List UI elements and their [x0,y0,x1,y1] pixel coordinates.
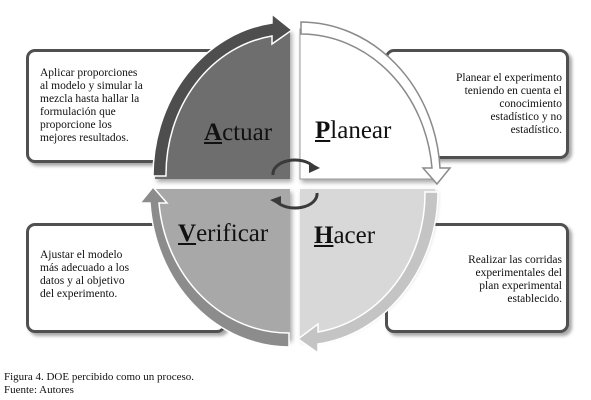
quadrant-hacer [300,189,435,339]
arrow-actuar-band [152,12,294,177]
figure-caption: Figura 4. DOE percibido como un proceso. [4,371,195,383]
description-text-planear: Planear el experimento teniendo en cuent… [455,72,562,136]
phase-rest-actuar: ctuar [222,119,273,146]
figure-source: Fuente: Autores [4,384,74,396]
phase-label-planear: Planear [315,117,391,145]
arrow-planear-band [300,21,452,186]
description-text-verificar: Ajustar el modelo más adecuado a los dat… [40,249,130,300]
phase-label-actuar: Actuar [204,119,272,147]
description-text-actuar: Aplicar proporciones al modelo y simular… [40,67,143,144]
arrow-verificar-band [138,185,290,348]
phase-initial-planear: P [315,117,331,144]
phase-rest-verificar: erificar [196,220,269,247]
cycle-arrow-head-bottom [270,196,281,206]
description-text-hacer: Realizar las corridas experimentales del… [468,254,562,305]
quadrant-verificar [155,189,290,339]
quadrant-actuar [155,29,290,179]
phase-rest-planear: lanear [330,117,392,144]
phase-initial-actuar: A [204,119,223,146]
cycle-arrow-head-top [309,162,320,173]
phase-rest-hacer: acer [333,222,376,249]
arrow-hacer-band [296,191,439,355]
phase-label-hacer: Hacer [314,222,375,250]
phase-initial-verificar: V [178,220,197,247]
phase-initial-hacer: H [314,222,334,249]
phase-label-verificar: Verificar [178,220,268,248]
